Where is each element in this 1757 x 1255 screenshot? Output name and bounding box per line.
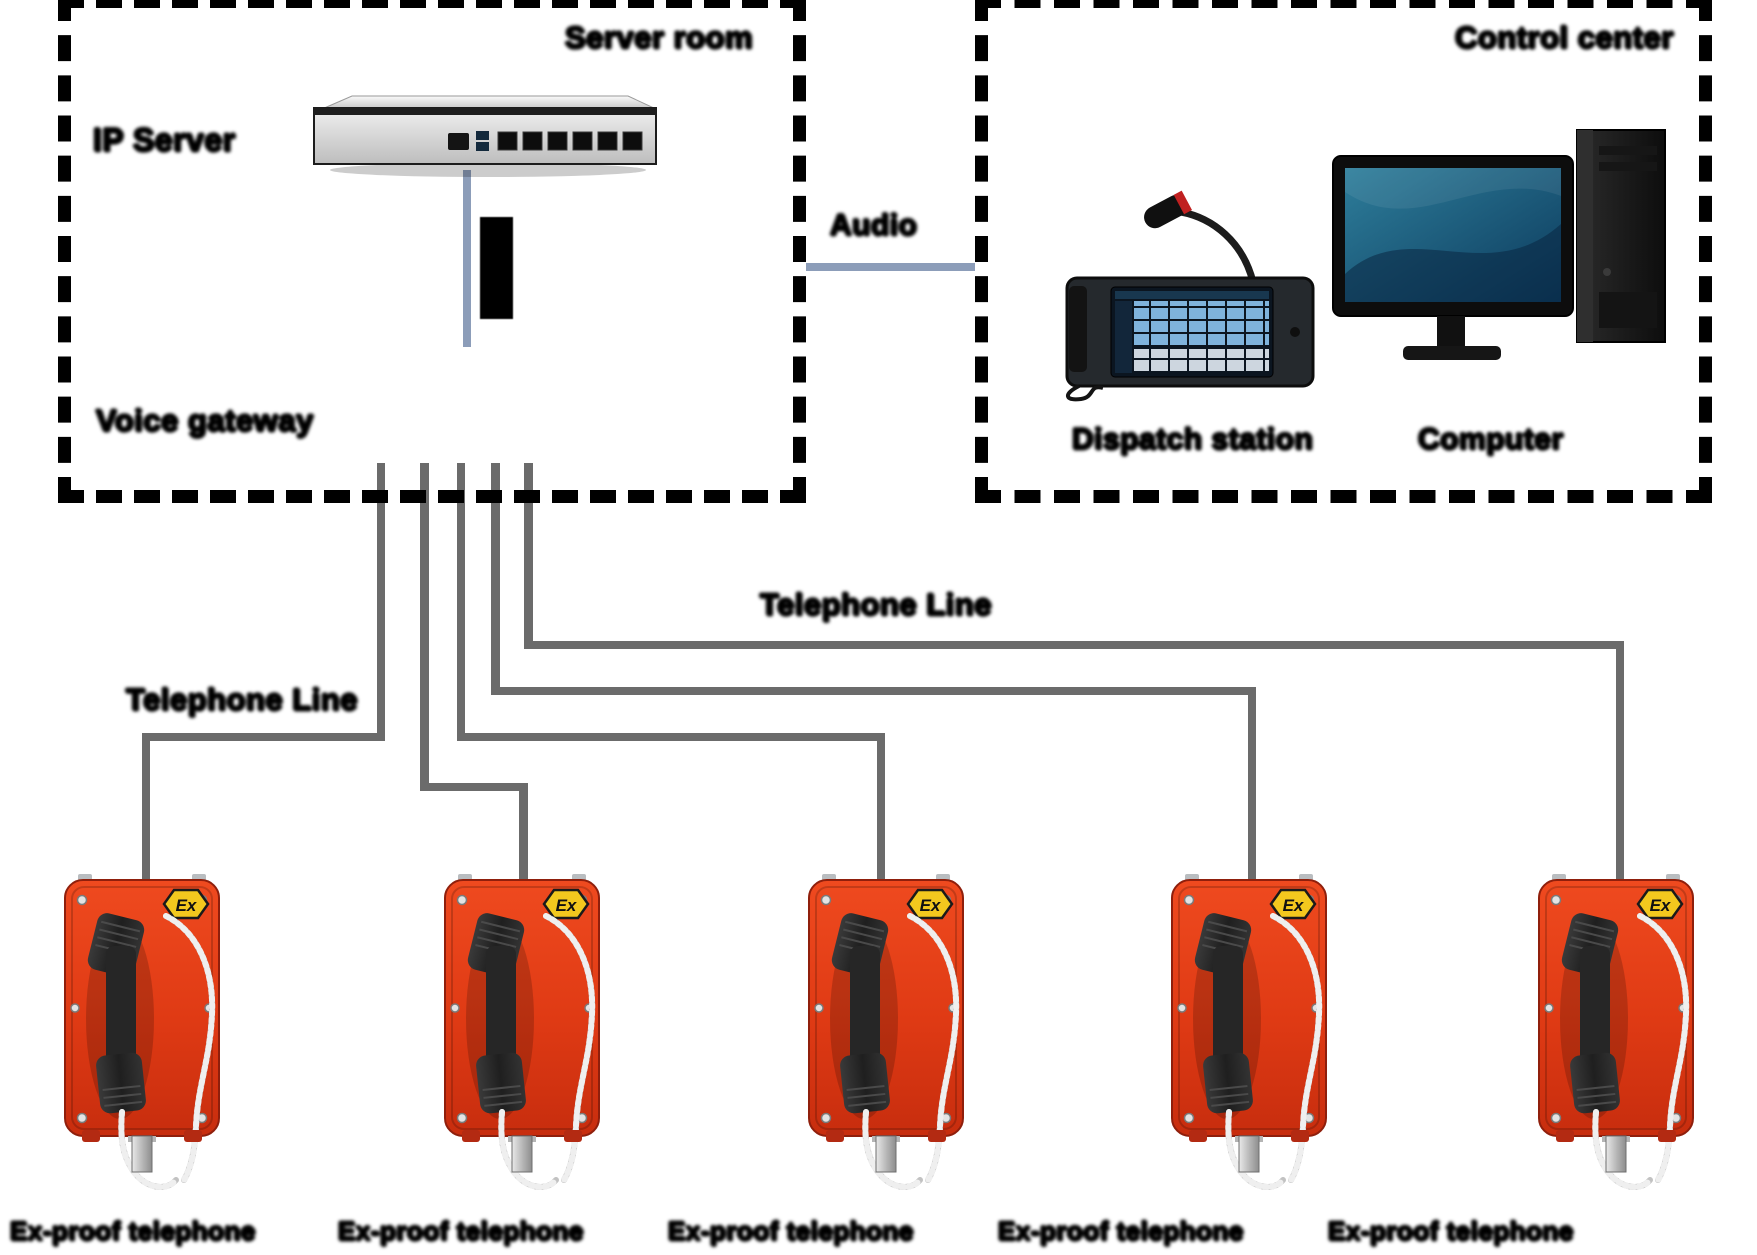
telephone-cable-2-vertical: [420, 463, 429, 791]
dispatch-station-label: Dispatch station: [1072, 423, 1314, 456]
computer-illustration: [1332, 129, 1666, 360]
tower-case: [1576, 129, 1666, 343]
phone-5-label: Ex-proof telephone: [1328, 1216, 1574, 1246]
handset-icon: [467, 913, 526, 1114]
ip-server-label: IP Server: [93, 122, 236, 158]
dispatch-station-device: [1055, 190, 1335, 407]
control-center-label: Control center: [1455, 20, 1674, 55]
ex-badge-icon: Ex: [1269, 888, 1317, 920]
ex-proof-telephone-4: Ex: [1169, 874, 1329, 1214]
server-room-label: Server room: [565, 20, 754, 55]
telephone-cable-4-horizontal: [491, 687, 1256, 695]
ex-proof-telephone-2: Ex: [442, 874, 602, 1214]
ip-server-illustration: [313, 95, 657, 177]
handset-icon: [87, 913, 146, 1114]
ex-badge-icon: Ex: [1636, 888, 1684, 920]
handset-icon: [1561, 913, 1620, 1114]
redacted-vertical-label: [480, 217, 513, 319]
phone-1-label: Ex-proof telephone: [10, 1216, 256, 1246]
telephone-cable-5-horizontal: [524, 641, 1624, 649]
armored-cord: [118, 913, 216, 1190]
audio-link-line: [806, 263, 975, 271]
svg-text:Ex: Ex: [176, 896, 198, 915]
phone-4-label: Ex-proof telephone: [998, 1216, 1244, 1246]
phone-2-label: Ex-proof telephone: [338, 1216, 584, 1246]
telephone-cable-5-vertical: [524, 463, 533, 649]
svg-text:Ex: Ex: [1283, 896, 1305, 915]
server-downlink-line: [463, 170, 471, 347]
ip-server-device: [298, 94, 672, 185]
telephone-cable-3-drop: [877, 733, 885, 879]
dispatch-station-illustration: [1065, 190, 1315, 402]
telephone-cable-4-drop: [1248, 687, 1256, 879]
telephone-cable-3-horizontal: [457, 733, 885, 741]
ex-proof-telephone-5: Ex: [1536, 874, 1696, 1214]
telephone-line-label-left: Telephone Line: [126, 682, 359, 717]
microphone-icon: [1144, 190, 1193, 229]
monitor: [1332, 155, 1574, 360]
telephone-cable-2-horizontal: [420, 783, 528, 791]
computer-device: [1325, 122, 1687, 379]
audio-label: Audio: [830, 209, 918, 242]
computer-label: Computer: [1418, 423, 1564, 456]
phone-3-label: Ex-proof telephone: [668, 1216, 914, 1246]
svg-text:Ex: Ex: [1650, 896, 1672, 915]
telephone-cable-5-drop: [1616, 641, 1624, 881]
ex-badge-icon: Ex: [542, 888, 590, 920]
telephone-cable-1-drop: [142, 733, 150, 883]
corner-screws: [814, 894, 958, 1124]
svg-text:Ex: Ex: [920, 896, 942, 915]
telephone-line-label-middle: Telephone Line: [760, 587, 993, 622]
ex-proof-telephone-1: Ex: [62, 874, 222, 1214]
ex-proof-telephone-3: Ex: [806, 874, 966, 1214]
telephone-cable-1-vertical: [377, 463, 385, 741]
handset-cord: [1066, 384, 1104, 402]
telephone-cable-4-vertical: [491, 463, 500, 695]
telephone-cable-1-horizontal: [142, 733, 385, 741]
handset-icon: [1194, 913, 1253, 1114]
ex-badge-icon: Ex: [162, 888, 210, 920]
server-room-box: [58, 0, 806, 503]
console-handset: [1069, 286, 1087, 372]
voice-gateway-label: Voice gateway: [96, 403, 314, 438]
handset-icon: [831, 913, 890, 1114]
svg-text:Ex: Ex: [556, 896, 578, 915]
telephone-cable-2-drop: [519, 783, 528, 879]
rj45-ports: [497, 131, 643, 151]
telephone-cable-3-vertical: [457, 463, 465, 741]
ex-badge-icon: Ex: [906, 888, 954, 920]
gooseneck-mic-arm: [1180, 208, 1257, 283]
control-center-box: [975, 0, 1712, 503]
